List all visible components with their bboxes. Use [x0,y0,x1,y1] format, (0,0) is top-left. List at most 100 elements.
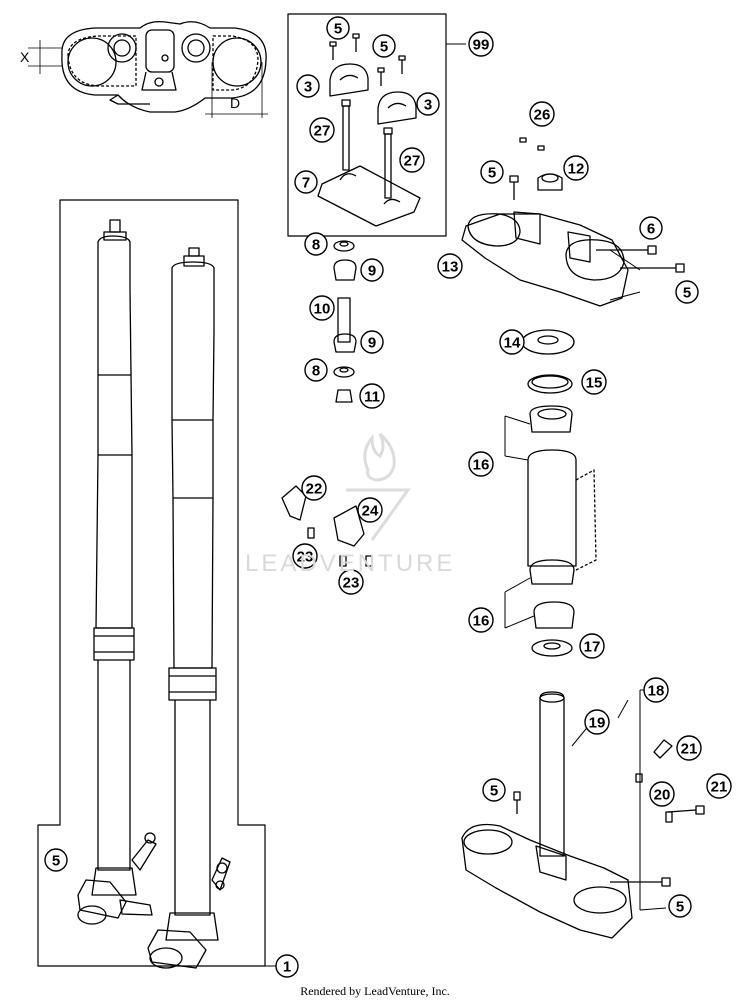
callout-9: 9 [360,258,384,282]
callout-number: 5 [334,21,342,38]
callout-number: 5 [683,285,691,302]
callout-18: 18 [643,677,669,703]
callout-circle [301,475,327,501]
callout-circle [668,894,692,918]
callout-number: 9 [368,263,376,280]
callout-circle [468,607,494,633]
upper-triple-clamp [461,137,685,307]
callout-27: 27 [309,117,335,143]
callout-number: 11 [364,389,380,406]
callout-27: 27 [399,147,425,173]
lower-triple-clamp [461,691,705,939]
callout-number: 8 [312,237,320,254]
callout-circle [338,569,364,595]
callout-circle [360,330,384,354]
callout-7: 7 [294,170,318,194]
callout-number: 20 [654,787,671,804]
callout-24: 24 [357,497,383,523]
callout-20: 20 [649,781,675,807]
callout-circle [309,295,335,321]
callout-number: 18 [648,683,665,700]
callout-9: 9 [360,330,384,354]
callout-number: 5 [380,39,388,56]
callout-circle [499,329,525,355]
callout-circle [706,773,732,799]
callout-15: 15 [581,369,607,395]
callout-circle [468,31,494,57]
callout-circle [649,781,675,807]
callout-number: 17 [584,639,601,656]
callout-14: 14 [499,329,525,355]
callout-number: 12 [568,161,585,178]
dimension-labels: X D [20,49,240,111]
callout-number: 1 [283,959,291,976]
callout-circle [275,954,299,978]
callout-number: 21 [711,779,728,796]
callout-5: 5 [668,894,692,918]
fork-guards [281,485,373,567]
callout-circle [309,117,335,143]
callout-number: 3 [424,97,432,114]
callout-circle [360,258,384,282]
callout-number: 14 [504,335,521,352]
callout-5: 5 [372,34,396,58]
dimension-x-label: X [20,49,30,65]
callout-3: 3 [296,74,320,98]
callout-circle [44,848,68,872]
callout-number: 26 [534,107,551,124]
callout-16: 16 [468,607,494,633]
kit-box-99 [287,13,447,237]
callout-11: 11 [359,383,385,409]
leadventure-logo-watermark [346,432,411,541]
callout-12: 12 [563,155,589,181]
callout-number: 8 [312,363,320,380]
callout-22: 22 [301,475,327,501]
callout-number: 22 [306,481,323,498]
callout-circle [399,147,425,173]
callout-99: 99 [468,31,494,57]
callout-number: 16 [473,457,490,474]
callout-13: 13 [437,253,463,279]
handlebar-clamp-parts [317,33,421,227]
bushing-stack [333,240,357,403]
callout-5: 5 [326,16,350,40]
callout-number: 23 [297,549,314,566]
callout-number: 5 [488,165,496,182]
callout-circle [372,34,396,58]
dimension-d-label: D [230,95,240,111]
callout-circle [437,253,463,279]
callout-number: 9 [368,335,376,352]
callout-number: 13 [442,259,459,276]
callout-circle [482,778,506,802]
callout-circle [468,451,494,477]
callout-5: 5 [482,778,506,802]
callout-circle [326,16,350,40]
callout-5: 5 [675,280,699,304]
clamp-dimension-sketch [28,20,268,118]
callout-6: 6 [639,216,663,240]
callout-number: 23 [343,575,360,592]
callout-number: 19 [589,715,606,732]
callout-circle [581,369,607,395]
callout-17: 17 [579,633,605,659]
callout-circle [579,633,605,659]
render-credit: Rendered by LeadVenture, Inc. [300,984,450,998]
callout-circle [304,232,328,256]
callout-19: 19 [584,709,610,735]
callout-circle [357,497,383,523]
callout-8: 8 [304,232,328,256]
right-fork-leg [147,247,231,969]
callout-number: 21 [681,741,698,758]
callout-21: 21 [706,773,732,799]
callout-circle [304,358,328,382]
callout-number: 99 [473,37,490,54]
callout-number: 6 [647,221,655,238]
callout-circle [639,216,663,240]
callout-16: 16 [468,451,494,477]
callout-21: 21 [676,735,702,761]
callout-number: 27 [314,123,331,140]
callout-number: 5 [490,783,498,800]
callout-23: 23 [338,569,364,595]
